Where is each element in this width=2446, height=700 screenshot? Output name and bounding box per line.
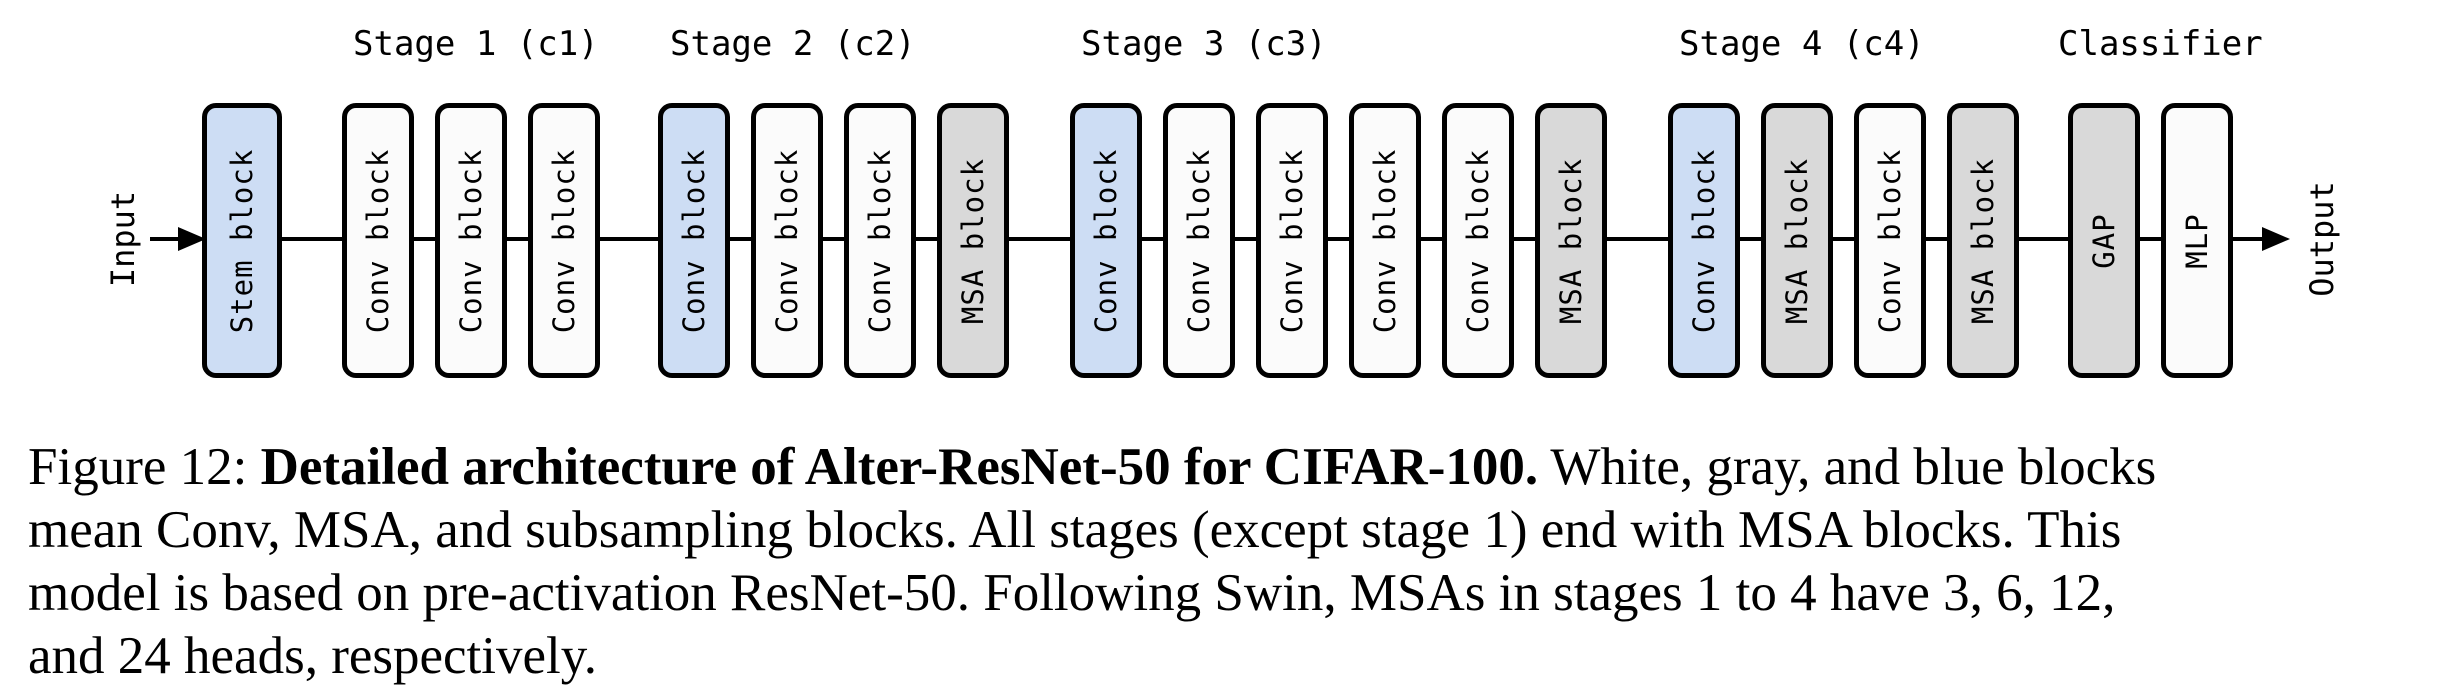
- block-stage3-conv-2: Conv block: [1163, 103, 1235, 378]
- block-stage1-conv-3: Conv block: [528, 103, 600, 378]
- input-arrowhead-icon: [178, 227, 206, 251]
- block-label: Conv block: [547, 148, 581, 333]
- block-label: MSA block: [1554, 157, 1588, 324]
- block-stage3-conv-3: Conv block: [1256, 103, 1328, 378]
- block-label: MSA block: [1966, 157, 2000, 324]
- output-label: Output: [2303, 181, 2341, 297]
- block-stage3-conv-subsampling: Conv block: [1070, 103, 1142, 378]
- block-label: Conv block: [770, 148, 804, 333]
- caption-line-4: and 24 heads, respectively.: [28, 627, 598, 685]
- block-stage1-conv-2: Conv block: [435, 103, 507, 378]
- block-stage2-conv-3: Conv block: [844, 103, 916, 378]
- block-label: MSA block: [956, 157, 990, 324]
- block-stage3-msa: MSA block: [1535, 103, 1607, 378]
- stage-4-label: Stage 4 (c4): [1679, 24, 1925, 64]
- stage-2-label: Stage 2 (c2): [670, 24, 916, 64]
- block-label: Stem block: [225, 148, 259, 333]
- block-classifier-gap: GAP: [2068, 103, 2140, 378]
- block-classifier-mlp: MLP: [2161, 103, 2233, 378]
- block-stage4-msa-1: MSA block: [1761, 103, 1833, 378]
- caption-figure-label: Figure 12:: [28, 438, 261, 496]
- classifier-label: Classifier: [2058, 24, 2263, 64]
- block-label: GAP: [2087, 212, 2121, 269]
- block-label: Conv block: [1461, 148, 1495, 333]
- block-label: Conv block: [1687, 148, 1721, 333]
- block-label: Conv block: [361, 148, 395, 333]
- block-stage4-conv-2: Conv block: [1854, 103, 1926, 378]
- block-label: Conv block: [1182, 148, 1216, 333]
- architecture-diagram: Stage 1 (c1) Stage 2 (c2) Stage 3 (c3) S…: [104, 24, 2341, 378]
- caption-line-3: model is based on pre-activation ResNet-…: [28, 564, 2116, 622]
- caption-title: Detailed architecture of Alter-ResNet-50…: [260, 438, 1539, 496]
- caption-line-1: Figure 12: Detailed architecture of Alte…: [28, 436, 2438, 499]
- block-stage4-msa-2: MSA block: [1947, 103, 2019, 378]
- block-stage3-conv-4: Conv block: [1349, 103, 1421, 378]
- block-label: Conv block: [1368, 148, 1402, 333]
- stage-3-label: Stage 3 (c3): [1081, 24, 1327, 64]
- block-label: Conv block: [454, 148, 488, 333]
- block-stage2-conv-subsampling: Conv block: [658, 103, 730, 378]
- block-label: Conv block: [1089, 148, 1123, 333]
- block-stage2-conv-2: Conv block: [751, 103, 823, 378]
- block-label: Conv block: [863, 148, 897, 333]
- block-label: MLP: [2180, 212, 2214, 269]
- block-stage2-msa: MSA block: [937, 103, 1009, 378]
- input-label: Input: [104, 190, 142, 288]
- block-label: Conv block: [677, 148, 711, 333]
- caption-line-1-rest: White, gray, and blue blocks: [1538, 438, 2157, 496]
- input-arrow-line: [150, 237, 184, 241]
- block-stage3-conv-5: Conv block: [1442, 103, 1514, 378]
- output-arrowhead-icon: [2262, 227, 2290, 251]
- main-flow-line: [240, 237, 2262, 241]
- stage-1-label: Stage 1 (c1): [353, 24, 599, 64]
- caption-line-2: mean Conv, MSA, and subsampling blocks. …: [28, 501, 2122, 559]
- block-label: Conv block: [1873, 148, 1907, 333]
- block-stage1-conv-1: Conv block: [342, 103, 414, 378]
- figure-caption: Figure 12: Detailed architecture of Alte…: [28, 436, 2438, 688]
- block-label: Conv block: [1275, 148, 1309, 333]
- block-stage4-conv-subsampling: Conv block: [1668, 103, 1740, 378]
- block-label: MSA block: [1780, 157, 1814, 324]
- block-stem-subsampling: Stem block: [202, 103, 282, 378]
